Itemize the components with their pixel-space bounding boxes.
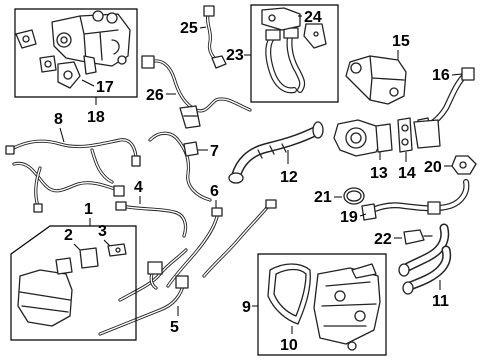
cover-assembly-group: 9 10 <box>242 253 387 356</box>
tube-5-group: 5 <box>98 248 189 336</box>
pipe-12-group: 12 <box>228 121 324 186</box>
cooler-15-part <box>345 55 407 105</box>
cover-assembly-frame <box>257 253 387 356</box>
callout-9: 9 <box>242 299 251 316</box>
leader-25 <box>199 26 207 29</box>
callout-20: 20 <box>424 159 442 176</box>
callout-23: 23 <box>226 47 244 64</box>
callout-7: 7 <box>210 143 219 160</box>
callout-24: 24 <box>304 9 322 26</box>
callout-2: 2 <box>64 227 73 244</box>
canister-frame <box>10 225 137 341</box>
callout-17: 17 <box>96 79 114 96</box>
callout-14: 14 <box>398 165 416 182</box>
callout-10: 10 <box>280 337 298 354</box>
pipe-19-group: 19 <box>340 179 470 226</box>
canister-assembly-group: 1 2 3 <box>10 201 137 341</box>
callout-19: 19 <box>340 209 358 226</box>
cover-part <box>313 263 381 351</box>
callout-4: 4 <box>134 179 143 196</box>
pipe-bracket-frame <box>250 4 339 103</box>
gasket-14-group: 14 <box>397 117 441 182</box>
pipe-bracket-group: 23 24 <box>226 4 339 103</box>
leader-3 <box>103 239 111 247</box>
callout-1: 1 <box>84 201 93 218</box>
pipe-23-part <box>265 27 306 94</box>
valve-assembly-frame <box>14 8 138 98</box>
connector-3-part <box>107 243 127 257</box>
callout-15: 15 <box>392 33 410 50</box>
oring-21-group: 21 <box>314 187 365 206</box>
callout-22: 22 <box>374 231 392 248</box>
callout-18: 18 <box>87 109 105 126</box>
line-4-group: 4 <box>115 179 188 238</box>
solenoid-2-part <box>79 247 99 269</box>
hose-11-group: 11 <box>398 223 452 310</box>
callout-16: 16 <box>432 67 450 84</box>
leader-19 <box>359 213 367 217</box>
callout-12: 12 <box>280 169 298 186</box>
canister-part <box>17 257 73 327</box>
callout-6: 6 <box>210 183 219 200</box>
egr-valve-13-group: 13 <box>333 119 393 182</box>
callout-3: 3 <box>98 223 107 240</box>
line-7-group: 7 <box>148 131 219 202</box>
harness-8-group: 8 <box>5 111 141 213</box>
sensor-22-group: 22 <box>374 229 433 248</box>
callout-8: 8 <box>54 111 63 128</box>
clip-20-group: 20 <box>424 155 477 176</box>
gasket-10-part <box>267 263 311 325</box>
callout-21: 21 <box>314 189 332 206</box>
callout-11: 11 <box>432 293 449 310</box>
valve-assembly-group: 17 18 <box>14 8 138 126</box>
callout-13: 13 <box>370 165 388 182</box>
valve-assembly-part <box>15 10 131 89</box>
leader-16 <box>451 73 463 76</box>
leader-17 <box>81 79 95 87</box>
sensor-26-group: 26 <box>141 55 252 129</box>
cooler-15-group: 15 <box>345 33 410 105</box>
bracket-24-part <box>261 7 327 49</box>
callout-26: 26 <box>146 87 164 104</box>
leader-8 <box>59 127 65 143</box>
callout-5: 5 <box>170 319 179 336</box>
sensor-25-group: 25 <box>180 5 227 69</box>
callout-25: 25 <box>180 20 198 37</box>
